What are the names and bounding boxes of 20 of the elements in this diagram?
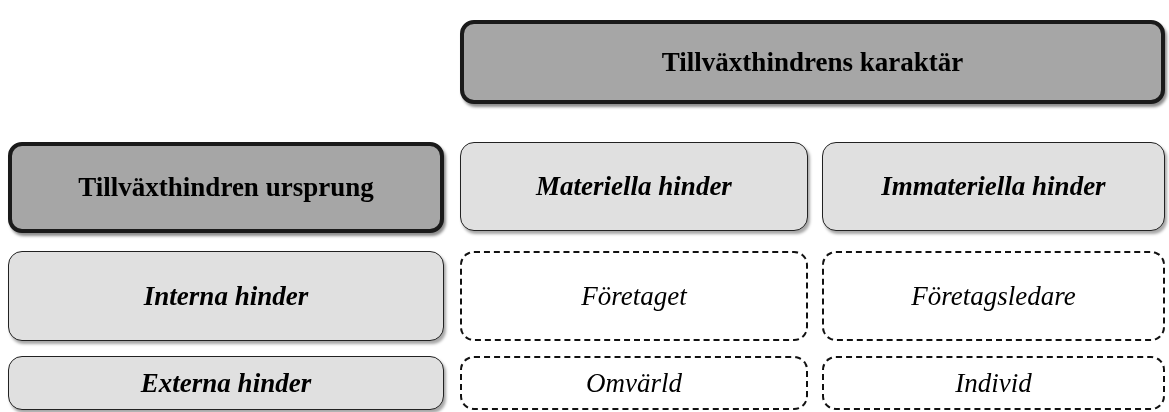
dashed-box: [460, 251, 808, 341]
category-box: [822, 142, 1165, 231]
category-box: [8, 251, 444, 341]
box-label: Tillväxthindren ursprung: [77, 172, 375, 203]
box-label: Företagsledare: [910, 280, 1077, 312]
dashed-box: [822, 356, 1165, 410]
box-label: Tillväxthindrens karaktär: [660, 46, 965, 78]
box-label: Individ: [954, 367, 1033, 399]
header-box: [460, 20, 1165, 104]
box-label: Materiella hinder: [534, 171, 733, 202]
header-box: [8, 142, 444, 233]
category-box: [8, 356, 444, 410]
box-label: Företaget: [580, 280, 689, 312]
box-label: Interna hinder: [142, 280, 310, 312]
dashed-box: [822, 251, 1165, 341]
box-label: Immateriella hinder: [880, 171, 1107, 202]
dashed-box: [460, 356, 808, 410]
category-box: [460, 142, 808, 231]
box-label: Omvärld: [585, 367, 683, 399]
box-label: Externa hinder: [139, 367, 313, 399]
